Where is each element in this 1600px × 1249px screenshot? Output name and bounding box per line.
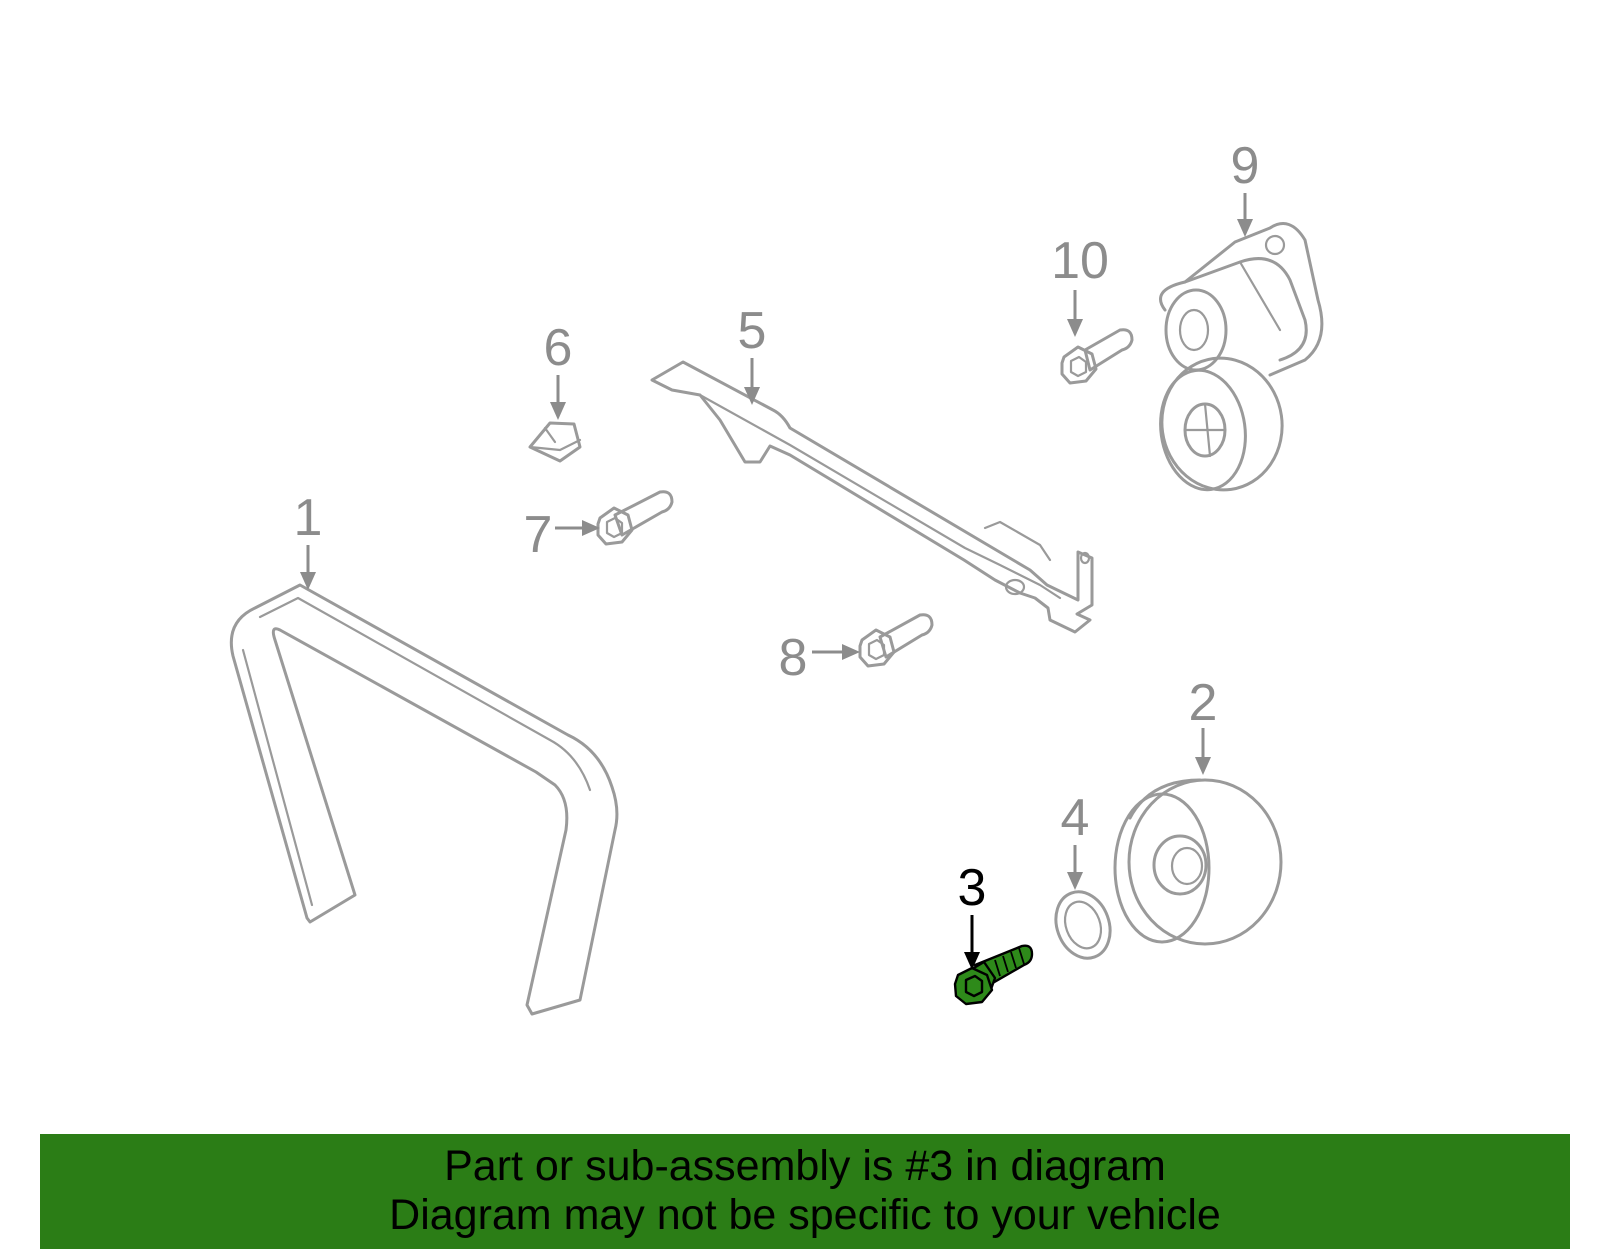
callout-4-arrowhead <box>1067 872 1083 890</box>
part-2-idler-pulley <box>1113 778 1283 946</box>
callout-10-label: 10 <box>1051 232 1109 290</box>
callout-8-label: 8 <box>779 629 808 687</box>
callout-4-label: 4 <box>1061 789 1090 847</box>
caption-banner: Part or sub-assembly is #3 in diagram Di… <box>40 1134 1570 1249</box>
callout-6-arrowhead <box>550 402 566 420</box>
callout-3-arrowhead <box>964 952 980 970</box>
callout-10-arrowhead <box>1067 319 1083 337</box>
callout-2-arrowhead <box>1195 757 1211 775</box>
part-3-bolt-highlighted <box>953 944 1034 1006</box>
part-1-drive-belt <box>229 583 619 1016</box>
callout-8-arrowhead <box>842 644 860 660</box>
caption-disclaimer: Diagram may not be specific to your vehi… <box>389 1191 1221 1239</box>
caption-part-note: Part or sub-assembly is #3 in diagram <box>444 1142 1166 1190</box>
part-10-bolt <box>1060 328 1134 385</box>
part-8-bolt <box>858 613 934 668</box>
callout-7-label: 7 <box>524 506 553 564</box>
callout-6-label: 6 <box>544 319 573 377</box>
part-6-clip <box>528 421 582 463</box>
part-7-bolt <box>596 490 674 546</box>
callout-1-arrowhead <box>300 572 316 590</box>
callout-9-arrowhead <box>1237 219 1253 237</box>
callout-5-label: 5 <box>738 302 767 360</box>
callout-9-label: 9 <box>1231 137 1260 195</box>
part-5-bracket <box>650 360 1094 634</box>
callout-5-arrowhead <box>744 387 760 405</box>
callout-7-arrowhead <box>582 520 600 536</box>
part-9-belt-tensioner <box>1159 222 1324 492</box>
part-4-washer <box>1054 890 1112 960</box>
callout-1-label: 1 <box>294 489 323 547</box>
callout-3-label: 3 <box>958 859 987 917</box>
callout-2-label: 2 <box>1189 674 1218 732</box>
parts-diagram: 1 2 3 4 5 <box>229 137 1324 1016</box>
